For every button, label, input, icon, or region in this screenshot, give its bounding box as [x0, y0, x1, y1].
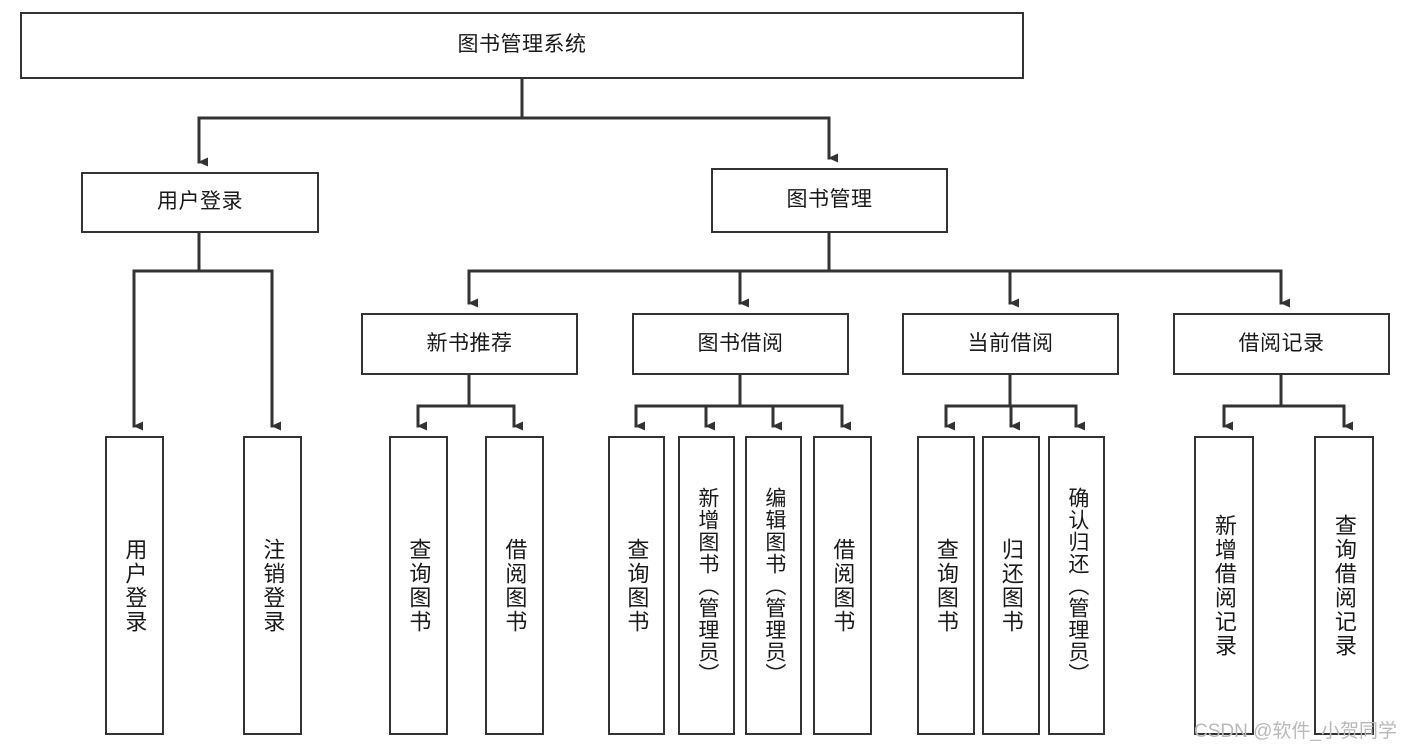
node-book-borrow[interactable]: 图书借阅 — [632, 313, 849, 375]
node-label: 查询图书 — [406, 537, 432, 634]
node-label: 编辑图书（管理员） — [762, 486, 786, 685]
node-leaf-add-book[interactable]: 新增图书（管理员） — [678, 436, 735, 735]
node-book-manage[interactable]: 图书管理 — [711, 168, 948, 233]
node-leaf-add-record[interactable]: 新增借阅记录 — [1194, 436, 1254, 735]
node-label: 借阅记录 — [1238, 331, 1325, 355]
node-leaf-edit-book[interactable]: 编辑图书（管理员） — [745, 436, 802, 735]
node-leaf-borrow-book-1[interactable]: 借阅图书 — [485, 436, 544, 735]
node-leaf-query-book-1[interactable]: 查询图书 — [389, 436, 448, 735]
node-leaf-query-book-3[interactable]: 查询图书 — [917, 436, 975, 735]
node-label: 新增借阅记录 — [1211, 513, 1237, 658]
node-label: 用户登录 — [157, 190, 243, 214]
watermark-text: CSDN @软件_小贺同学 — [1194, 721, 1397, 742]
node-label: 归还图书 — [998, 537, 1024, 634]
node-leaf-query-book-2[interactable]: 查询图书 — [608, 436, 665, 735]
node-label: 借阅图书 — [502, 537, 528, 634]
node-leaf-user-logout[interactable]: 注销登录 — [243, 436, 302, 735]
node-label: 新书推荐 — [426, 331, 513, 355]
node-user-login[interactable]: 用户登录 — [81, 172, 319, 233]
node-label: 图书借阅 — [697, 331, 784, 355]
node-label: 借阅图书 — [830, 537, 856, 634]
node-root[interactable]: 图书管理系统 — [20, 12, 1024, 79]
node-leaf-confirm-return[interactable]: 确认归还（管理员） — [1048, 436, 1105, 735]
node-label: 注销登录 — [260, 537, 286, 634]
node-new-book-recommend[interactable]: 新书推荐 — [361, 313, 578, 375]
node-label: 查询图书 — [624, 537, 650, 634]
node-leaf-return-book[interactable]: 归还图书 — [982, 436, 1040, 735]
node-label: 图书管理 — [786, 188, 873, 212]
node-borrow-record[interactable]: 借阅记录 — [1173, 313, 1390, 375]
node-leaf-borrow-book-2[interactable]: 借阅图书 — [813, 436, 872, 735]
node-label: 确认归还（管理员） — [1065, 486, 1089, 685]
node-current-borrow[interactable]: 当前借阅 — [902, 313, 1119, 375]
node-label: 查询图书 — [933, 537, 959, 634]
node-label: 当前借阅 — [967, 331, 1054, 355]
node-leaf-user-login[interactable]: 用户登录 — [105, 436, 164, 735]
node-leaf-query-record[interactable]: 查询借阅记录 — [1314, 436, 1374, 735]
node-label: 查询借阅记录 — [1331, 513, 1357, 658]
node-label: 用户登录 — [122, 537, 148, 634]
node-label: 图书管理系统 — [457, 33, 587, 57]
node-label: 新增图书（管理员） — [695, 486, 719, 685]
